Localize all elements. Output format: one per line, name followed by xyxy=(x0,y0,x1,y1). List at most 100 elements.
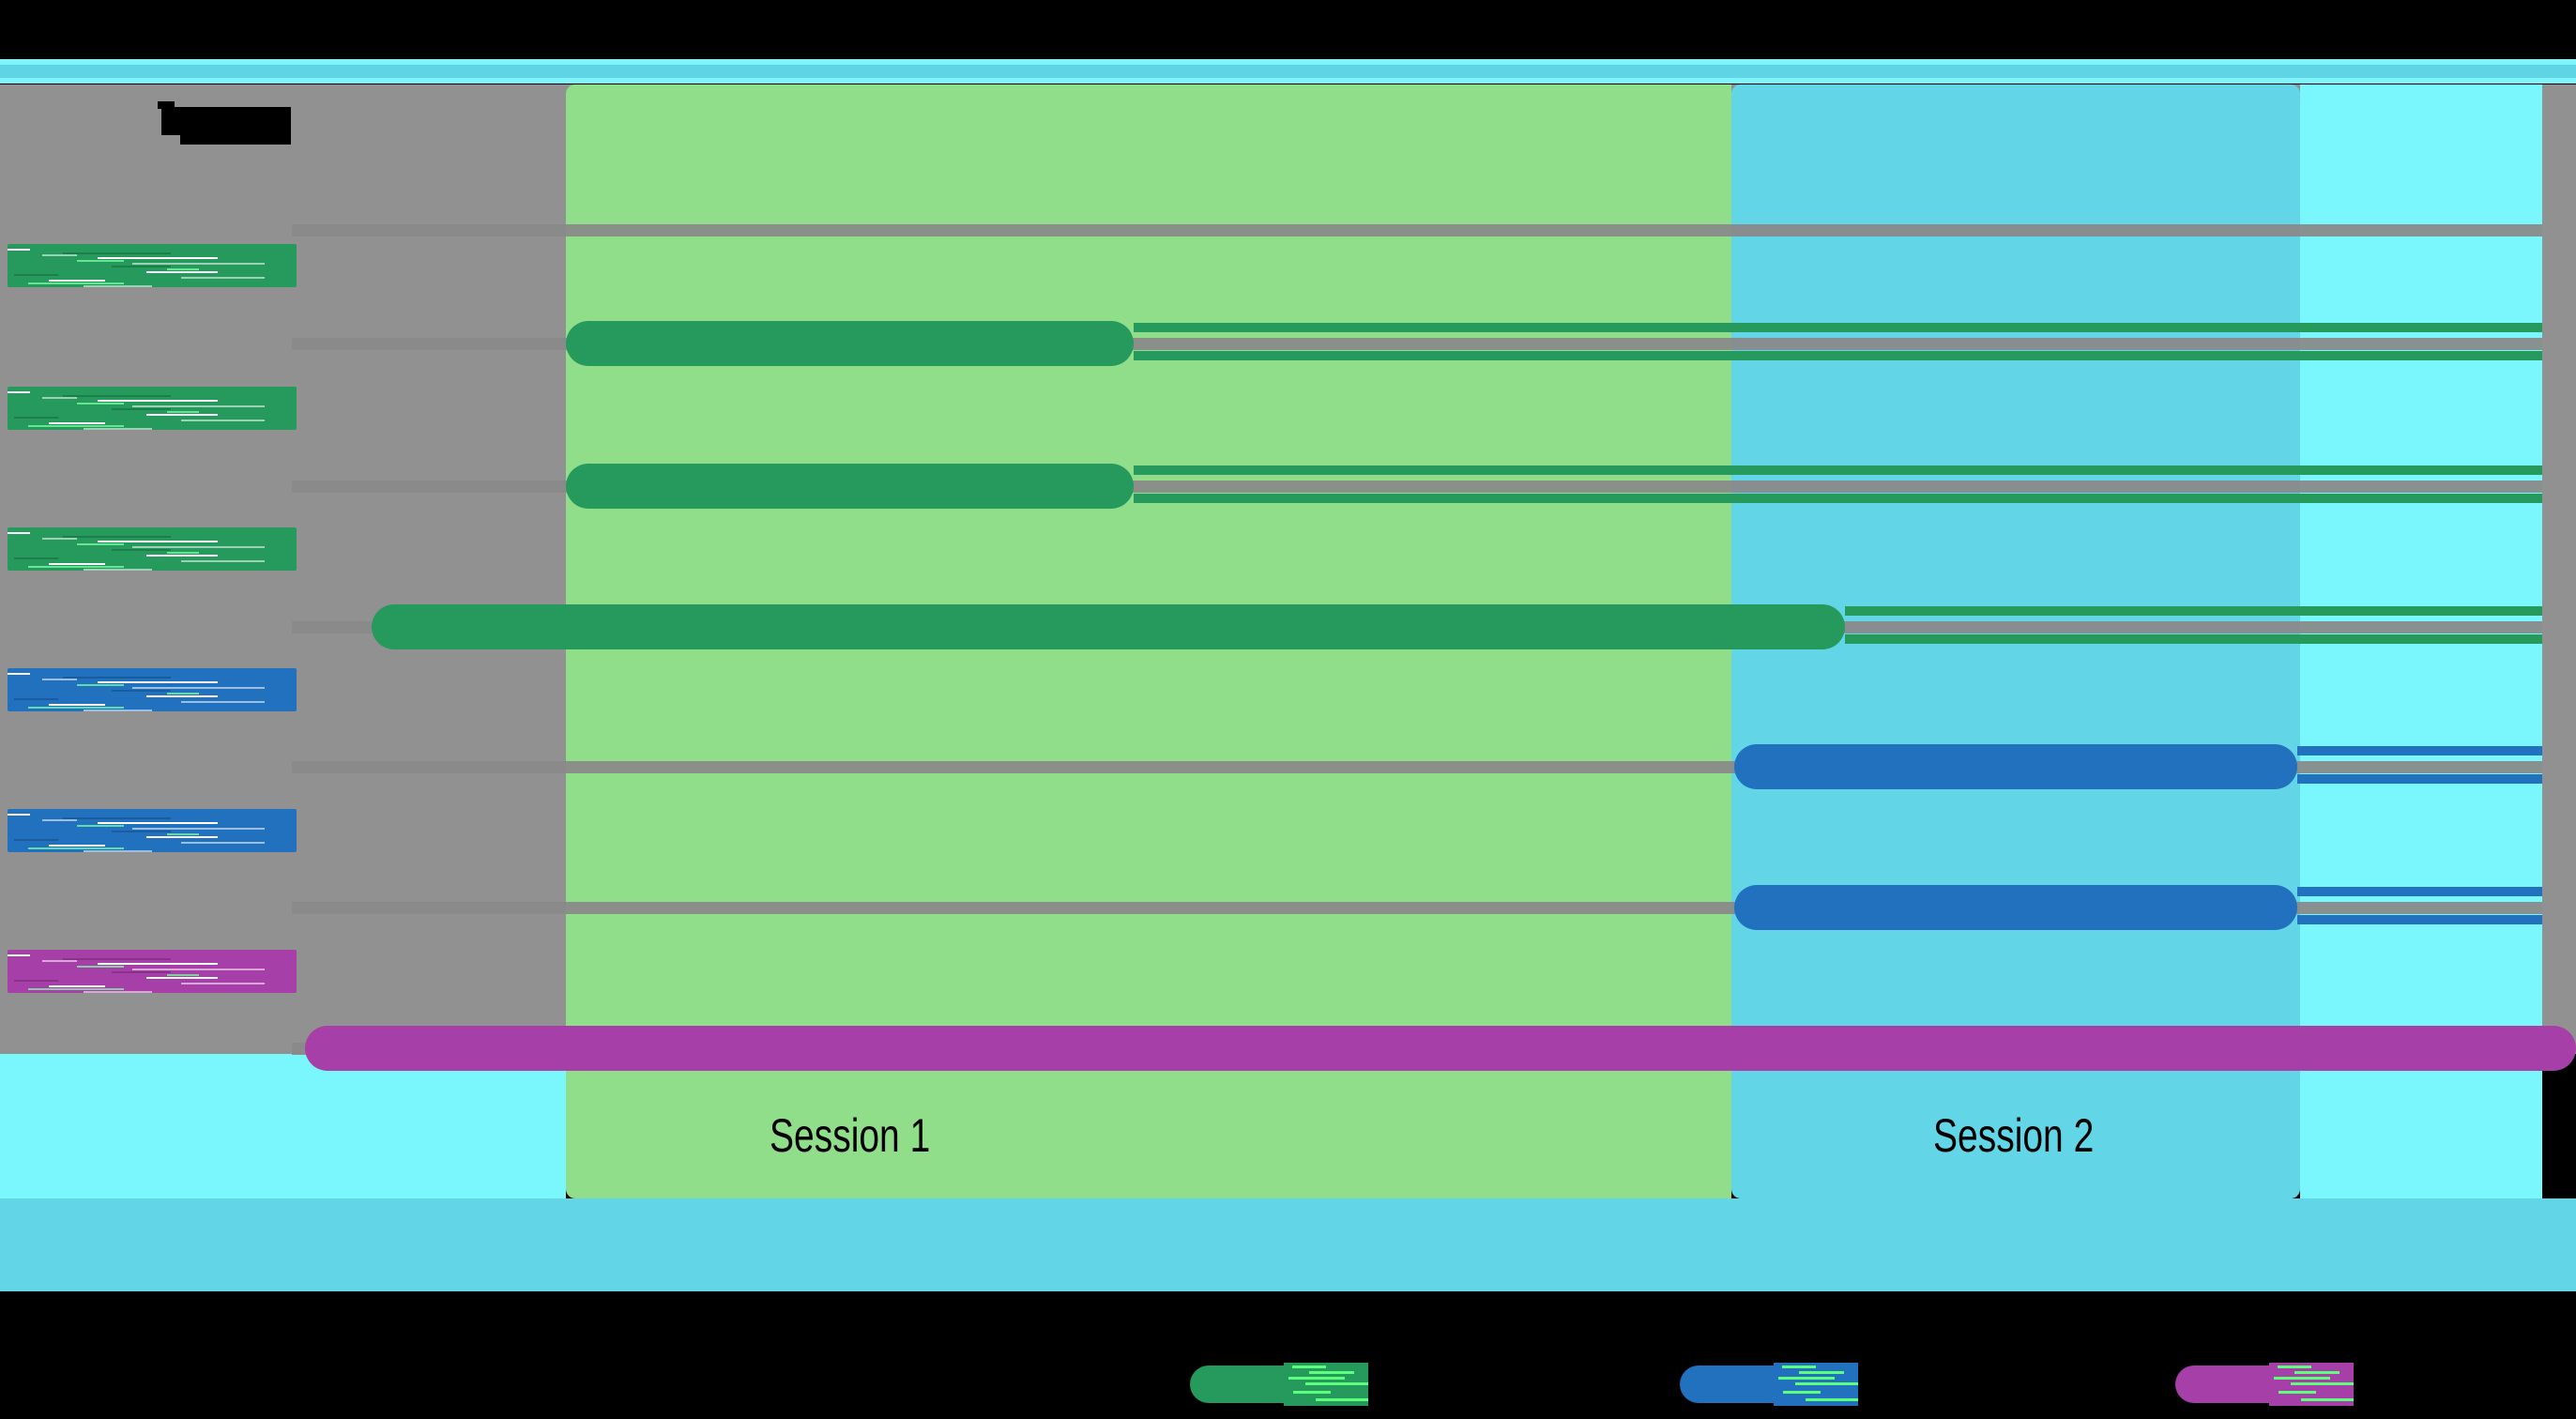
redaction-scanline xyxy=(8,814,30,816)
redaction-scanline xyxy=(77,543,124,545)
legend-label-redaction xyxy=(2269,1363,2354,1406)
redaction-scanline xyxy=(28,566,124,568)
redaction-scanline xyxy=(112,549,171,551)
redaction-scanline xyxy=(14,557,58,559)
redaction-scanline xyxy=(98,257,218,259)
redaction-scanline xyxy=(84,285,152,287)
legend-label-redaction xyxy=(1284,1363,1368,1406)
redaction-scanline xyxy=(8,249,30,251)
redaction-scanline xyxy=(167,552,199,554)
task-bar[interactable] xyxy=(1734,744,2297,789)
redaction-scanline xyxy=(28,988,124,990)
redaction-scanline xyxy=(49,704,105,706)
redaction-scanline xyxy=(49,845,105,847)
redaction-scanline xyxy=(98,541,218,542)
category-label-chip xyxy=(8,387,297,430)
redaction-scanline xyxy=(49,563,105,565)
session-label-2: Session 2 xyxy=(1933,1109,2095,1162)
plot-area: Session 1 Session 2 xyxy=(0,84,2576,1376)
footer-cyan-left xyxy=(0,1054,566,1198)
task-bar[interactable] xyxy=(372,604,1845,649)
redaction-scanline xyxy=(77,260,124,262)
redaction-scanline xyxy=(181,842,265,844)
redaction-scanline xyxy=(112,690,171,692)
redaction-scanline xyxy=(84,428,152,430)
legend-label-redaction xyxy=(1774,1363,1858,1406)
redaction-scanline xyxy=(146,271,218,273)
redaction-scanline xyxy=(8,532,30,534)
redaction-scanline xyxy=(84,710,152,711)
task-bar[interactable] xyxy=(566,464,1134,509)
task-bar[interactable] xyxy=(1734,885,2297,930)
redaction-scanline xyxy=(146,695,218,697)
redaction-scanline xyxy=(28,707,124,709)
task-bar-trailing-line xyxy=(1134,323,2542,332)
task-bar-trailing-line xyxy=(2297,915,2542,924)
redaction-scanline xyxy=(167,974,199,976)
header-accent-light-bottom xyxy=(0,78,2576,84)
task-bar[interactable] xyxy=(566,321,1134,366)
label-gutter-right xyxy=(292,84,566,1054)
redaction-scanline xyxy=(132,969,265,970)
redaction-scanline xyxy=(132,687,265,689)
redaction-scanline xyxy=(8,673,30,675)
redaction-scanline xyxy=(42,819,77,821)
header-accent-cyan xyxy=(0,65,2576,78)
redaction-scanline xyxy=(132,828,265,830)
redaction-scanline xyxy=(77,684,124,686)
redaction-scanline xyxy=(98,400,218,402)
redaction-scanline xyxy=(28,847,124,849)
redaction-scanline xyxy=(146,555,218,557)
redaction-scanline xyxy=(167,411,199,413)
redaction-scanline xyxy=(84,991,152,993)
redaction-scanline xyxy=(14,417,58,419)
task-bar-trailing-line xyxy=(1845,606,2542,616)
redaction-scanline xyxy=(49,280,105,282)
redaction-scanline xyxy=(146,414,218,416)
redaction-scanline xyxy=(28,425,124,427)
task-bar-trailing-line xyxy=(2297,774,2542,784)
redaction-scanline xyxy=(167,693,199,694)
redaction-scanline xyxy=(84,850,152,852)
redaction-scanline xyxy=(63,677,171,679)
redaction-scanline xyxy=(14,698,58,700)
redaction-scanline xyxy=(63,395,171,397)
redaction-scanline xyxy=(132,405,265,407)
task-bar[interactable] xyxy=(305,1026,2576,1071)
redaction-scanline xyxy=(112,831,171,832)
category-label-chip xyxy=(8,809,297,852)
redaction-scanline xyxy=(77,966,124,968)
redaction-scanline xyxy=(98,681,218,683)
task-bar-trailing-line xyxy=(2297,746,2542,755)
redaction-scanline xyxy=(63,817,171,819)
task-bar-trailing-line xyxy=(2297,887,2542,896)
redaction-scanline xyxy=(181,277,265,279)
category-label-chip xyxy=(8,668,297,711)
top-black-bar xyxy=(0,0,2576,59)
task-bar-trailing-line xyxy=(1845,634,2542,644)
category-label-chip xyxy=(8,527,297,571)
category-label-chip xyxy=(8,950,297,993)
redaction-scanline xyxy=(132,263,265,265)
redaction-scanline xyxy=(98,963,218,965)
gridline xyxy=(292,224,2542,236)
redaction-scanline xyxy=(181,560,265,562)
task-bar-trailing-line xyxy=(1134,351,2542,360)
redaction-scanline xyxy=(28,282,124,284)
redaction-scanline xyxy=(112,971,171,973)
redaction-scanline xyxy=(98,822,218,824)
redaction-scanline xyxy=(77,403,124,404)
redaction-scanline xyxy=(42,397,77,399)
task-bar-trailing-line xyxy=(1134,494,2542,503)
category-label-chip xyxy=(8,244,297,287)
redaction-scanline xyxy=(8,954,30,956)
redaction-scanline xyxy=(77,825,124,827)
redaction-scanline xyxy=(132,546,265,548)
redaction-scanline xyxy=(112,408,171,410)
redaction-scanline xyxy=(42,254,77,256)
redaction-scanline xyxy=(84,569,152,571)
redaction-scanline xyxy=(146,836,218,838)
title-redaction-block-2 xyxy=(180,107,291,145)
title-redaction-tick xyxy=(158,101,175,109)
